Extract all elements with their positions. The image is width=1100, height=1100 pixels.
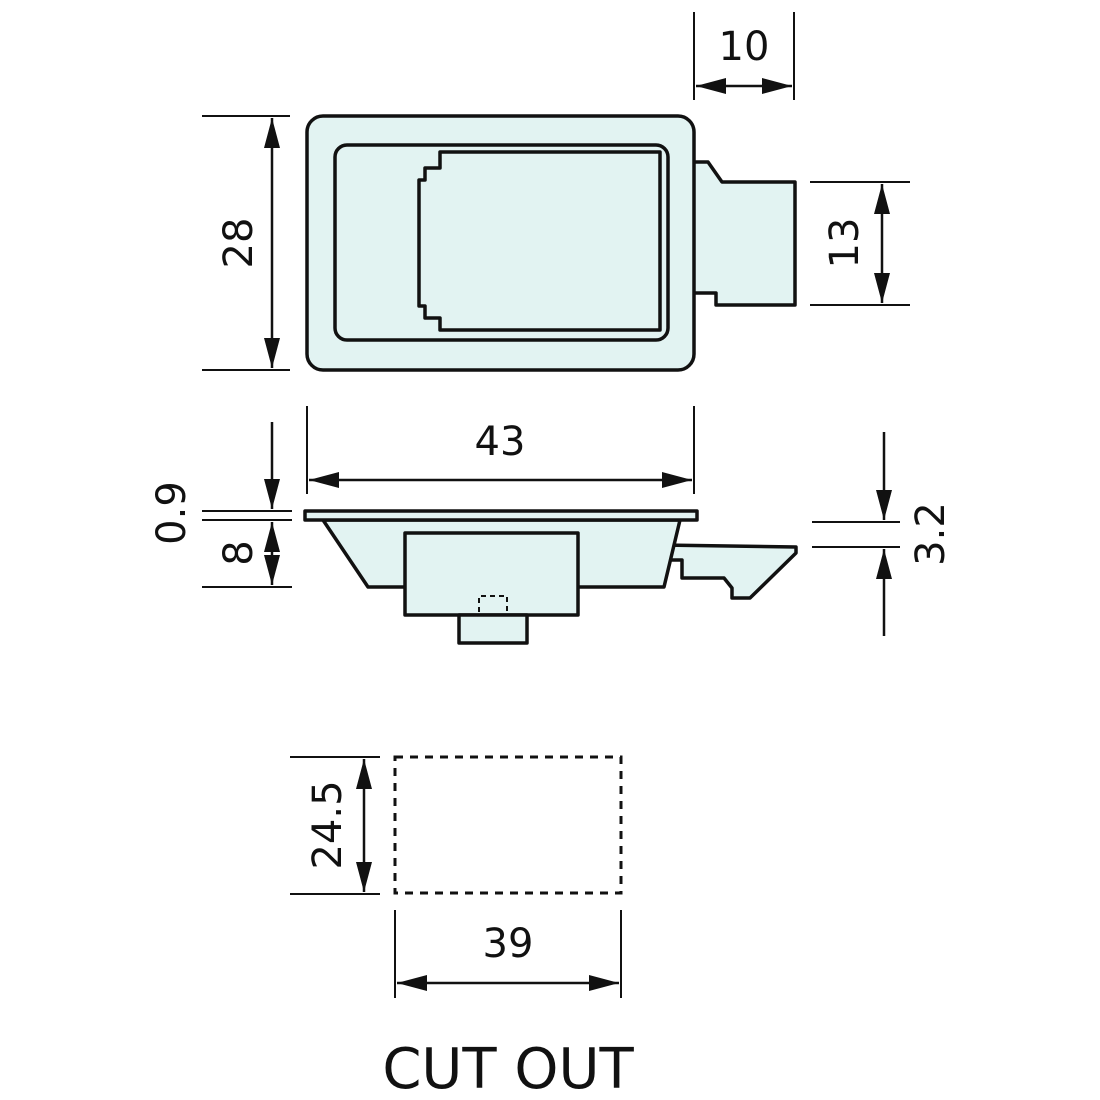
button-stub [457, 613, 529, 645]
cutout-outline [393, 755, 623, 895]
hidden-pin [478, 595, 508, 612]
dim-label-39: 39 [483, 921, 534, 967]
dim-top-width: 10 [693, 12, 795, 100]
trigger-paddle [417, 150, 662, 332]
flange [303, 509, 699, 522]
tongue-top [691, 160, 797, 307]
dim-label-10: 10 [719, 24, 770, 70]
dim-cutout-height: 24.5 [290, 756, 380, 895]
top-view [305, 114, 797, 372]
dim-cutout-width: 39 [394, 910, 622, 998]
latch-body-top [305, 114, 696, 372]
dim-label-13: 13 [822, 218, 868, 269]
dim-label-0-9: 0.9 [149, 481, 195, 545]
side-view [303, 509, 798, 645]
dim-label-3-2: 3.2 [908, 502, 954, 566]
cutout-caption: CUT OUT [382, 1037, 634, 1100]
dim-tongue-height: 13 [810, 181, 910, 306]
tongue-side [658, 543, 798, 600]
mechanism-box [403, 531, 580, 617]
recess-outline [333, 143, 670, 342]
dim-label-24-5: 24.5 [305, 780, 351, 869]
dim-length: 43 [306, 406, 695, 494]
dim-tongue-thickness: 3.2 [812, 432, 954, 636]
dim-label-8: 8 [216, 540, 262, 565]
dim-label-43: 43 [475, 419, 526, 465]
dim-flange-depth: 0.9 8 [149, 422, 292, 588]
dim-height: 28 [202, 115, 290, 371]
dim-label-28: 28 [216, 218, 262, 269]
